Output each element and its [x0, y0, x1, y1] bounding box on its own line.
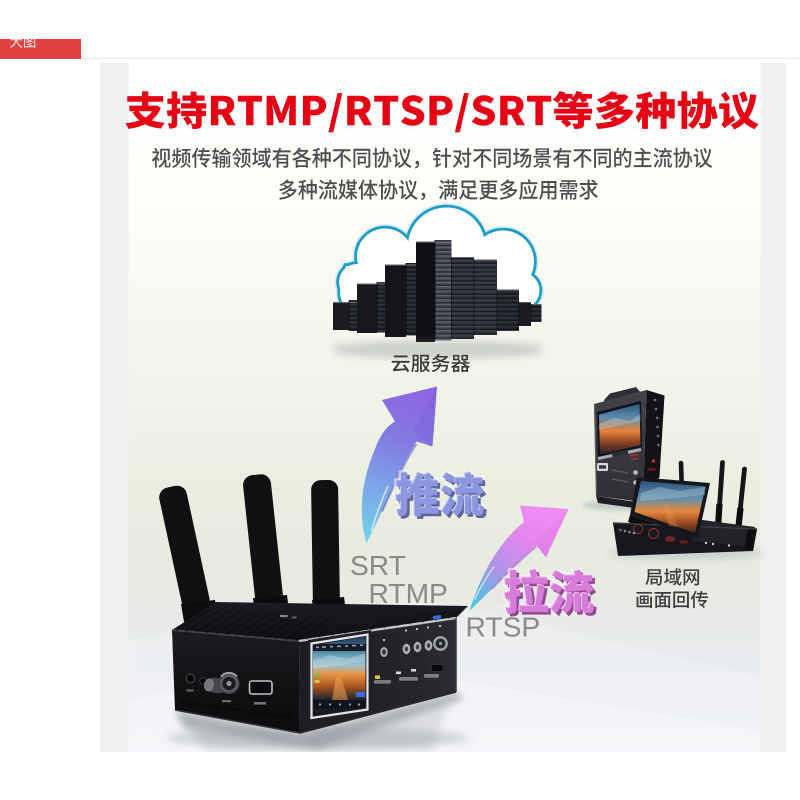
svg-text:SRT: SRT	[350, 549, 406, 581]
svg-text:RTMP: RTMP	[369, 577, 448, 609]
svg-text:RTSP: RTSP	[466, 611, 541, 643]
